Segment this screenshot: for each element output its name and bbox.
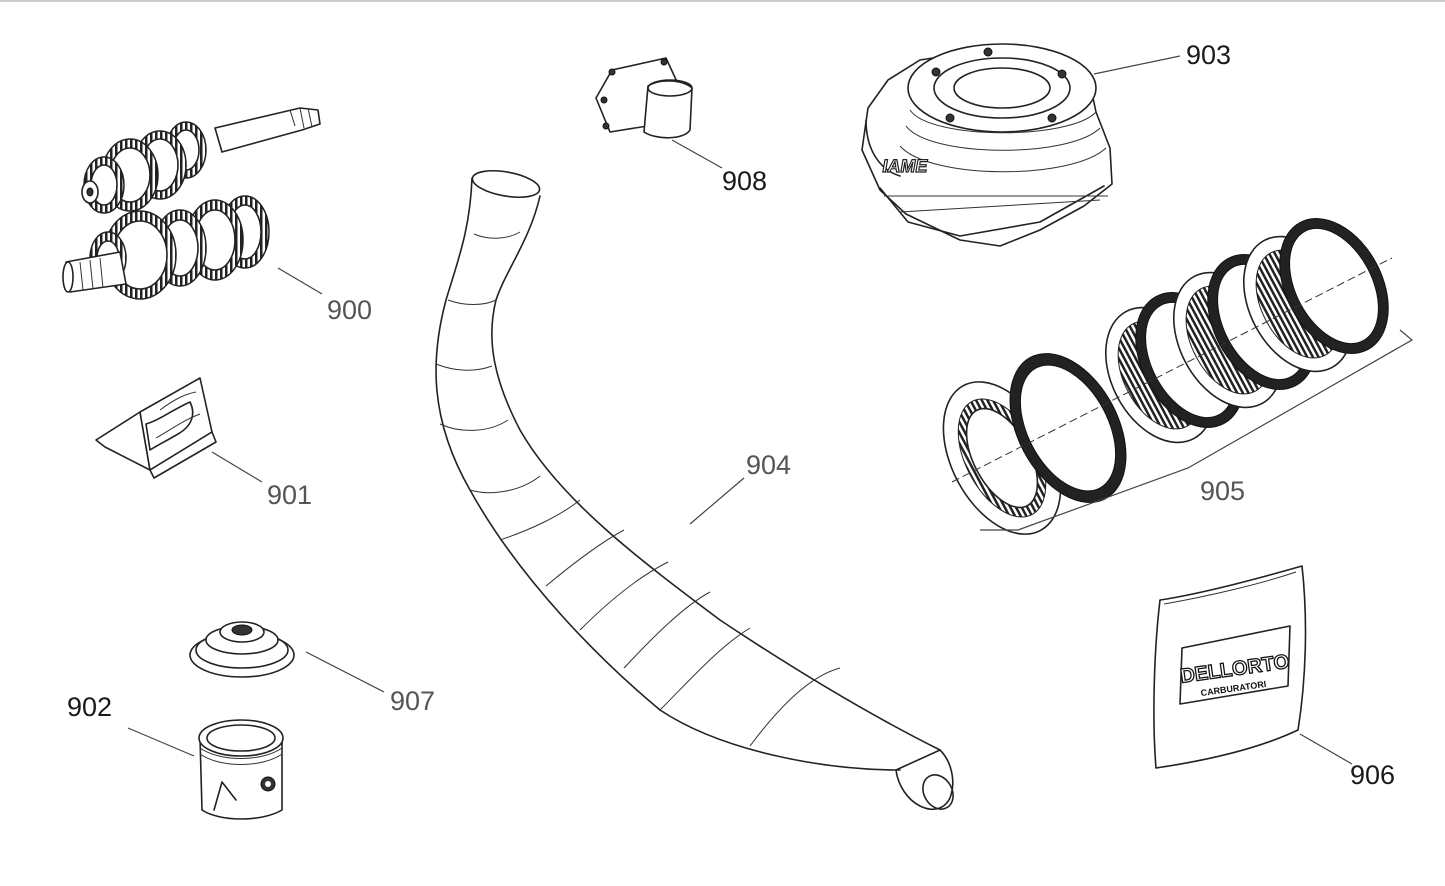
cylinder-logo-text: IAME xyxy=(881,156,929,176)
piston-top-part[interactable] xyxy=(189,621,295,678)
intake-manifold-part[interactable] xyxy=(595,57,693,139)
reed-block-part[interactable] xyxy=(95,377,217,479)
label-902: 902 xyxy=(67,692,112,722)
exhaust-part[interactable] xyxy=(435,166,959,814)
label-907: 907 xyxy=(390,686,435,716)
piston-part[interactable] xyxy=(198,719,284,820)
gearbox-part[interactable] xyxy=(62,107,321,300)
label-905: 905 xyxy=(1200,476,1245,506)
leader-lines xyxy=(127,55,1353,765)
label-903: 903 xyxy=(1186,40,1231,70)
label-901: 901 xyxy=(267,480,312,510)
cylinder-part[interactable]: IAME xyxy=(861,43,1113,247)
label-900: 900 xyxy=(327,295,372,325)
label-904: 904 xyxy=(746,450,791,480)
clutch-plates-part[interactable] xyxy=(919,200,1414,554)
label-906: 906 xyxy=(1350,760,1395,790)
carburetor-cover-part[interactable]: DELLORTO CARBURATORI xyxy=(1153,565,1307,769)
label-908: 908 xyxy=(722,166,767,196)
